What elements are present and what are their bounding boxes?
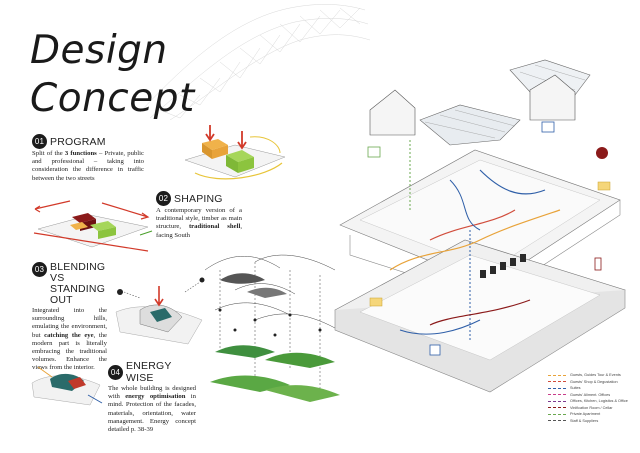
section-shaping: 02 SHAPING A contemporary version of a t… [156, 191, 242, 240]
text-bold: 3 functions [64, 150, 97, 157]
text-bold: energy optimisation [125, 393, 186, 401]
text-part: A contemporary version of a traditional … [156, 207, 242, 231]
roof-wireframe-right [509, 59, 591, 96]
section-heading: 04 ENERGY WISE [108, 360, 196, 384]
section-number: 02 [156, 191, 171, 206]
icon-door [429, 344, 441, 356]
icon-truck-right [597, 181, 611, 191]
exploded-axonometric-building [334, 59, 626, 393]
legend-label: Guests, Guides Tour & Events [570, 373, 621, 377]
section-text: Integrated into the surrounding hills, e… [32, 307, 107, 373]
section-title: BLENDING VS STANDING OUT [50, 262, 107, 306]
exploded-roof-diagram [204, 254, 340, 402]
legend-item: Guests' Aliment. Offices [548, 392, 636, 399]
text-part: The whole building is designed with [108, 385, 196, 401]
legend-label: Guests' Aliment. Offices [570, 392, 611, 397]
text-part: in mind. Protection of the facades, mate… [108, 393, 197, 434]
section-text: The whole building is designed with ener… [108, 385, 196, 434]
legend-label: Staff & Suppliers [570, 418, 599, 423]
title-line: BLENDING VS [50, 261, 106, 284]
legend-item: Guests, Guides Tour & Events [548, 372, 636, 379]
legend-label: Offices, Kitchen, Logistics & Office [570, 399, 628, 403]
text-part: , the modern part is literally embracing… [32, 331, 108, 372]
section-heading: 01 PROGRAM [32, 134, 144, 149]
roof-wireframe-left [419, 104, 521, 146]
legend: Guests, Guides Tour & Events Guests' Sho… [548, 372, 636, 424]
text-bold: catching the eye [44, 331, 94, 339]
legend-item: Offices, Kitchen, Logistics & Office [548, 398, 636, 405]
legend-label: Private Apartment [570, 412, 601, 416]
page-title: Design Concept [30, 28, 195, 122]
title-line-1: Design [30, 28, 168, 73]
section-energy: 04 ENERGY WISE The whole building is des… [108, 360, 196, 434]
icon-truck-left [369, 297, 383, 307]
roof-wireframe-watermark [140, 4, 370, 120]
icon-house [367, 146, 381, 158]
section-program: 01 PROGRAM Split of the 3 functions – Pr… [32, 134, 144, 183]
text-part: Integrated into the surrounding hills, e… [32, 307, 107, 339]
grape-icon [596, 147, 608, 159]
section-text: A contemporary version of a traditional … [156, 207, 242, 240]
title-line-2: Concept [30, 76, 195, 121]
section-number: 04 [108, 364, 123, 380]
legend-label: Suites [570, 386, 581, 390]
section-title: ENERGY WISE [126, 360, 172, 384]
text-part: , facing South [156, 223, 242, 239]
energy-diagram [31, 366, 103, 406]
legend-item: Vinification Room / Cellar [548, 405, 636, 412]
text-part: – Private, public and professional – tak… [32, 150, 144, 182]
section-number: 01 [32, 134, 47, 149]
legend-item: Suites [548, 385, 636, 392]
legend-label: Vinification Room / Cellar [570, 405, 613, 410]
legend-item: Guests' Shop & Degustation [548, 379, 636, 386]
icon-shop [541, 121, 555, 133]
section-number: 03 [32, 262, 47, 277]
section-heading: 02 SHAPING [156, 191, 242, 206]
legend-label: Guests' Shop & Degustation [570, 379, 618, 384]
text-bold: traditional shell [188, 223, 241, 231]
legend-item: Staff & Suppliers [548, 418, 636, 425]
section-heading: 03 BLENDING VS STANDING OUT [32, 262, 107, 306]
legend-item: Private Apartment [548, 411, 636, 418]
icon-bottle [594, 257, 602, 271]
shaping-diagram [33, 200, 153, 252]
section-blending: 03 BLENDING VS STANDING OUT Integrated i… [32, 262, 107, 373]
section-title: PROGRAM [50, 135, 106, 148]
text-part: Split of the [32, 150, 65, 157]
program-diagram [184, 125, 286, 180]
title-line: STANDING OUT [50, 283, 106, 306]
blending-diagram [115, 277, 205, 345]
section-title: SHAPING [174, 192, 223, 205]
section-text: Split of the 3 functions – Private, publ… [32, 150, 144, 183]
